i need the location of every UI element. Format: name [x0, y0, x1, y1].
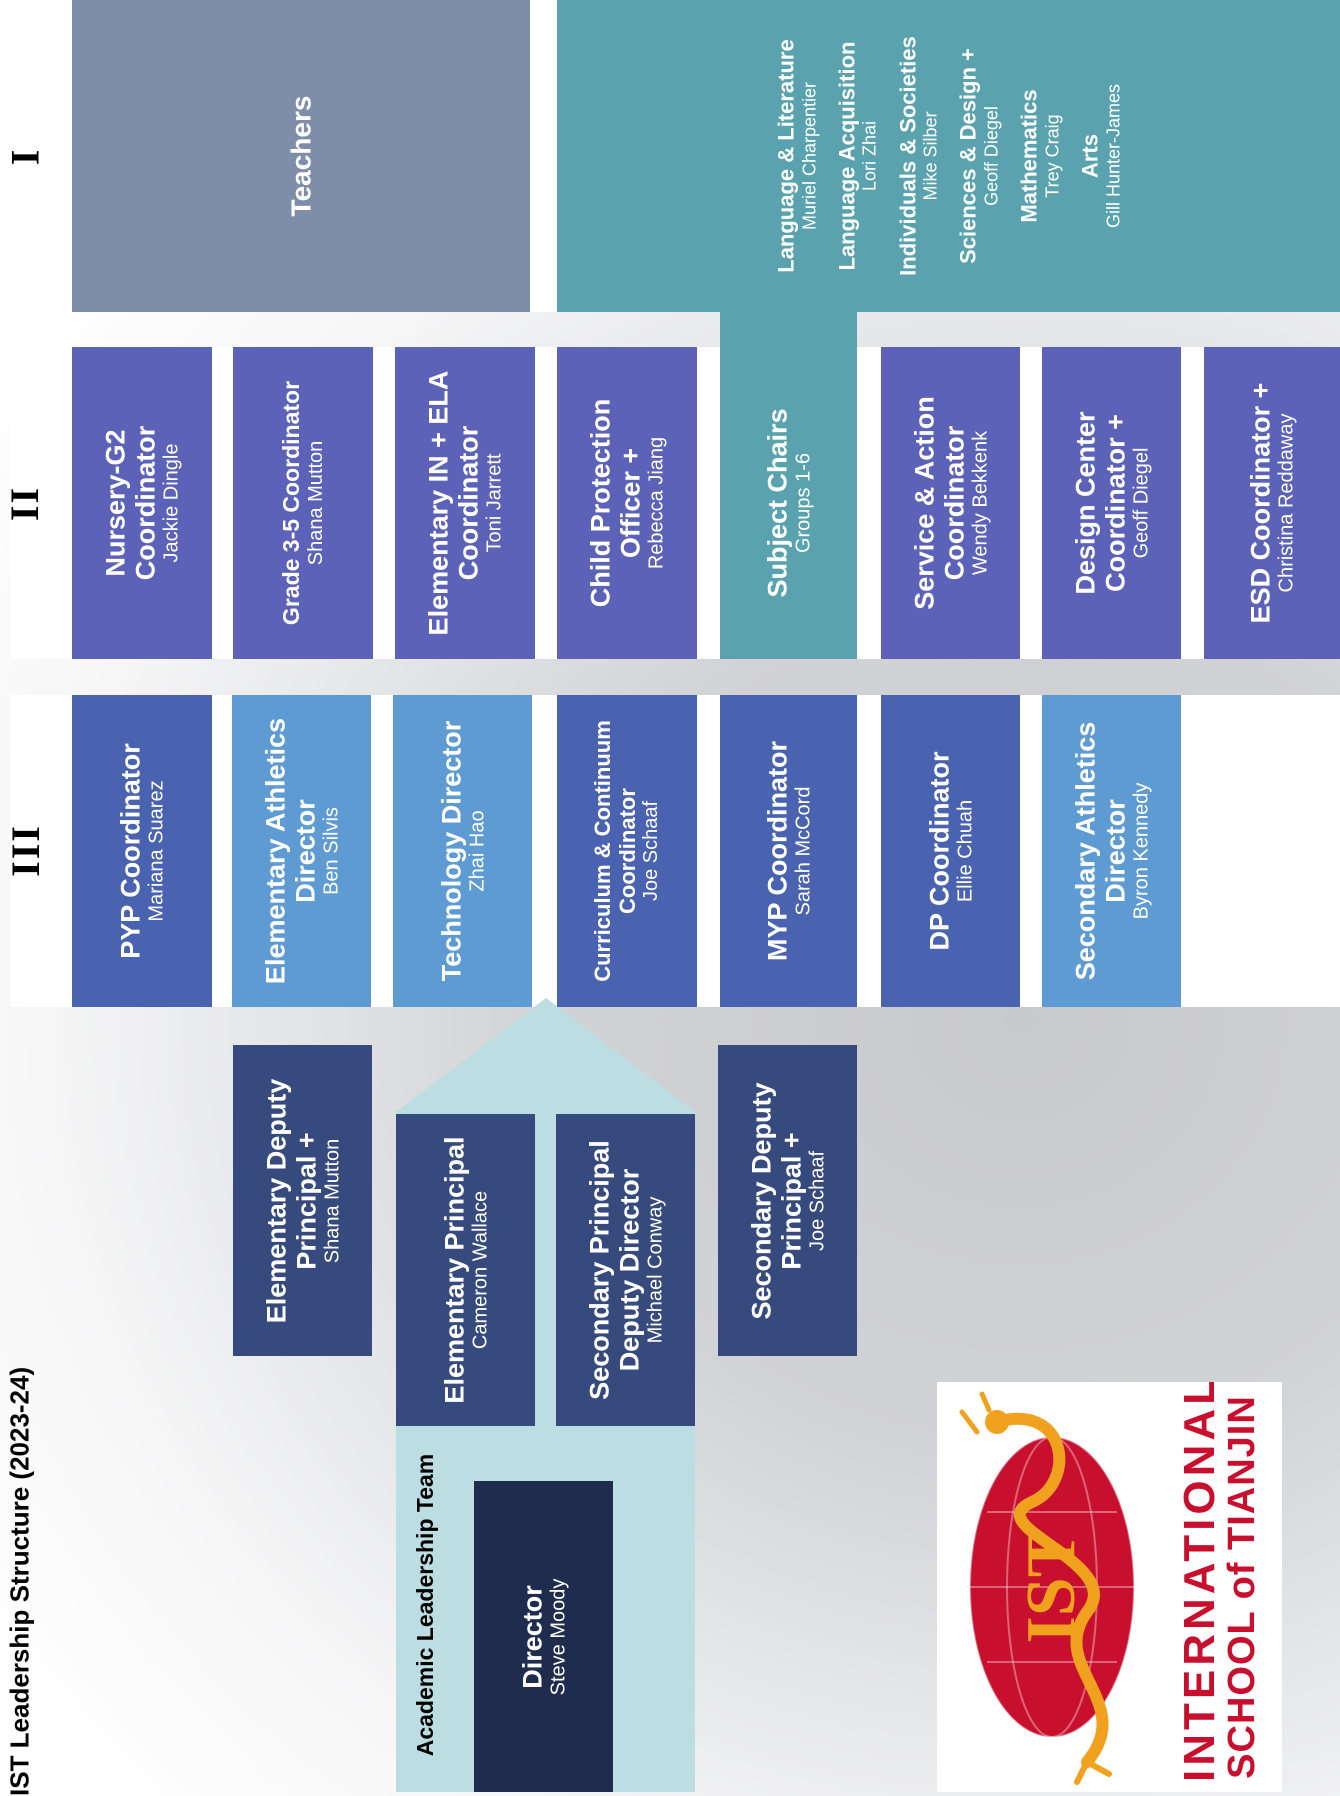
- tier2-nursery-g2-coordinator: Nursery-G2 Coordinator Jackie Dingle: [72, 347, 212, 659]
- tier2-service-action-coordinator: Service & Action Coordinator Wendy Bekke…: [881, 347, 1020, 659]
- role-title: Secondary Deputy Principal +: [746, 1081, 807, 1320]
- ist-logo-emblem: [959, 1391, 1135, 1785]
- elementary-principal-box: Elementary Principal Cameron Wallace: [396, 1114, 535, 1426]
- ist-logo-text-wrap: INTERNATIONAL SCHOOL of TIANJIN: [1162, 1382, 1277, 1782]
- role-title: Director: [517, 1584, 548, 1689]
- tier3-myp-coordinator: MYP Coordinator Sarah McCord: [720, 695, 857, 1007]
- tier3-pyp-coordinator: PYP Coordinator Mariana Suarez: [72, 695, 212, 1007]
- tier2-grade-3-5-coordinator: Grade 3-5 Coordinator Shana Mutton: [233, 347, 373, 659]
- alt-label-wrap: Academic Leadership Team: [408, 1425, 444, 1785]
- ist-logo-line2: SCHOOL of TIANJIN: [1220, 1395, 1263, 1779]
- subject-chairs-connector: [720, 310, 857, 350]
- tier3-technology-director: Technology Director Zhai Hao: [393, 695, 532, 1007]
- ist-logo-line1: INTERNATIONAL: [1174, 1382, 1224, 1782]
- tier2-elementary-in-ela-coordinator: Elementary IN + ELA Coordinator Toni Jar…: [395, 347, 535, 659]
- person-name: Michael Conway: [644, 1196, 667, 1344]
- ist-logo-monogram: IST: [1013, 1530, 1090, 1644]
- tier3-elementary-athletics-director: Elementary Athletics Director Ben Silvis: [232, 695, 371, 1007]
- role-title: Secondary Principal Deputy Director: [584, 1140, 645, 1400]
- tier3-curriculum-continuum-coordinator: Curriculum & Continuum Coordinator Joe S…: [557, 695, 697, 1007]
- ist-logo: IST INTERNATIONAL SCHOOL of TIANJIN: [937, 1382, 1282, 1792]
- person-name: Joe Schaaf: [806, 1150, 829, 1251]
- ist-logo-monogram-wrap: IST: [992, 1512, 1112, 1662]
- alt-label: Academic Leadership Team: [412, 1453, 439, 1757]
- person-name: Steve Moody: [547, 1578, 570, 1695]
- tier3-secondary-athletics-director: Secondary Athletics Director Byron Kenne…: [1042, 695, 1181, 1007]
- teachers-box: Teachers: [72, 0, 530, 312]
- elementary-deputy-principal-box: Elementary Deputy Principal + Shana Mutt…: [233, 1045, 372, 1356]
- tier3-dp-coordinator: DP Coordinator Ellie Chuah: [881, 695, 1020, 1007]
- role-title: Elementary Principal: [439, 1136, 470, 1404]
- secondary-principal-box: Secondary Principal Deputy Director Mich…: [556, 1114, 695, 1426]
- person-name: Cameron Wallace: [469, 1190, 492, 1350]
- tier2-child-protection-officer: Child Protection Officer + Rebecca Jiang: [557, 347, 697, 659]
- tier2-esd-coordinator: ESD Coordinator + Christina Reddaway: [1204, 347, 1340, 659]
- person-name: Shana Mutton: [321, 1138, 344, 1263]
- tier2-subject-chairs: Subject Chairs Groups 1-6: [720, 347, 857, 659]
- director-box: Director Steve Moody: [474, 1481, 613, 1792]
- tier2-design-center-coordinator: Design Center Coordinator + Geoff Diegel: [1042, 347, 1181, 659]
- secondary-deputy-principal-box: Secondary Deputy Principal + Joe Schaaf: [718, 1045, 857, 1356]
- subject-groups-panel: Language & Literature Muriel Charpentier…: [557, 0, 1340, 312]
- role-title: Elementary Deputy Principal +: [261, 1078, 322, 1323]
